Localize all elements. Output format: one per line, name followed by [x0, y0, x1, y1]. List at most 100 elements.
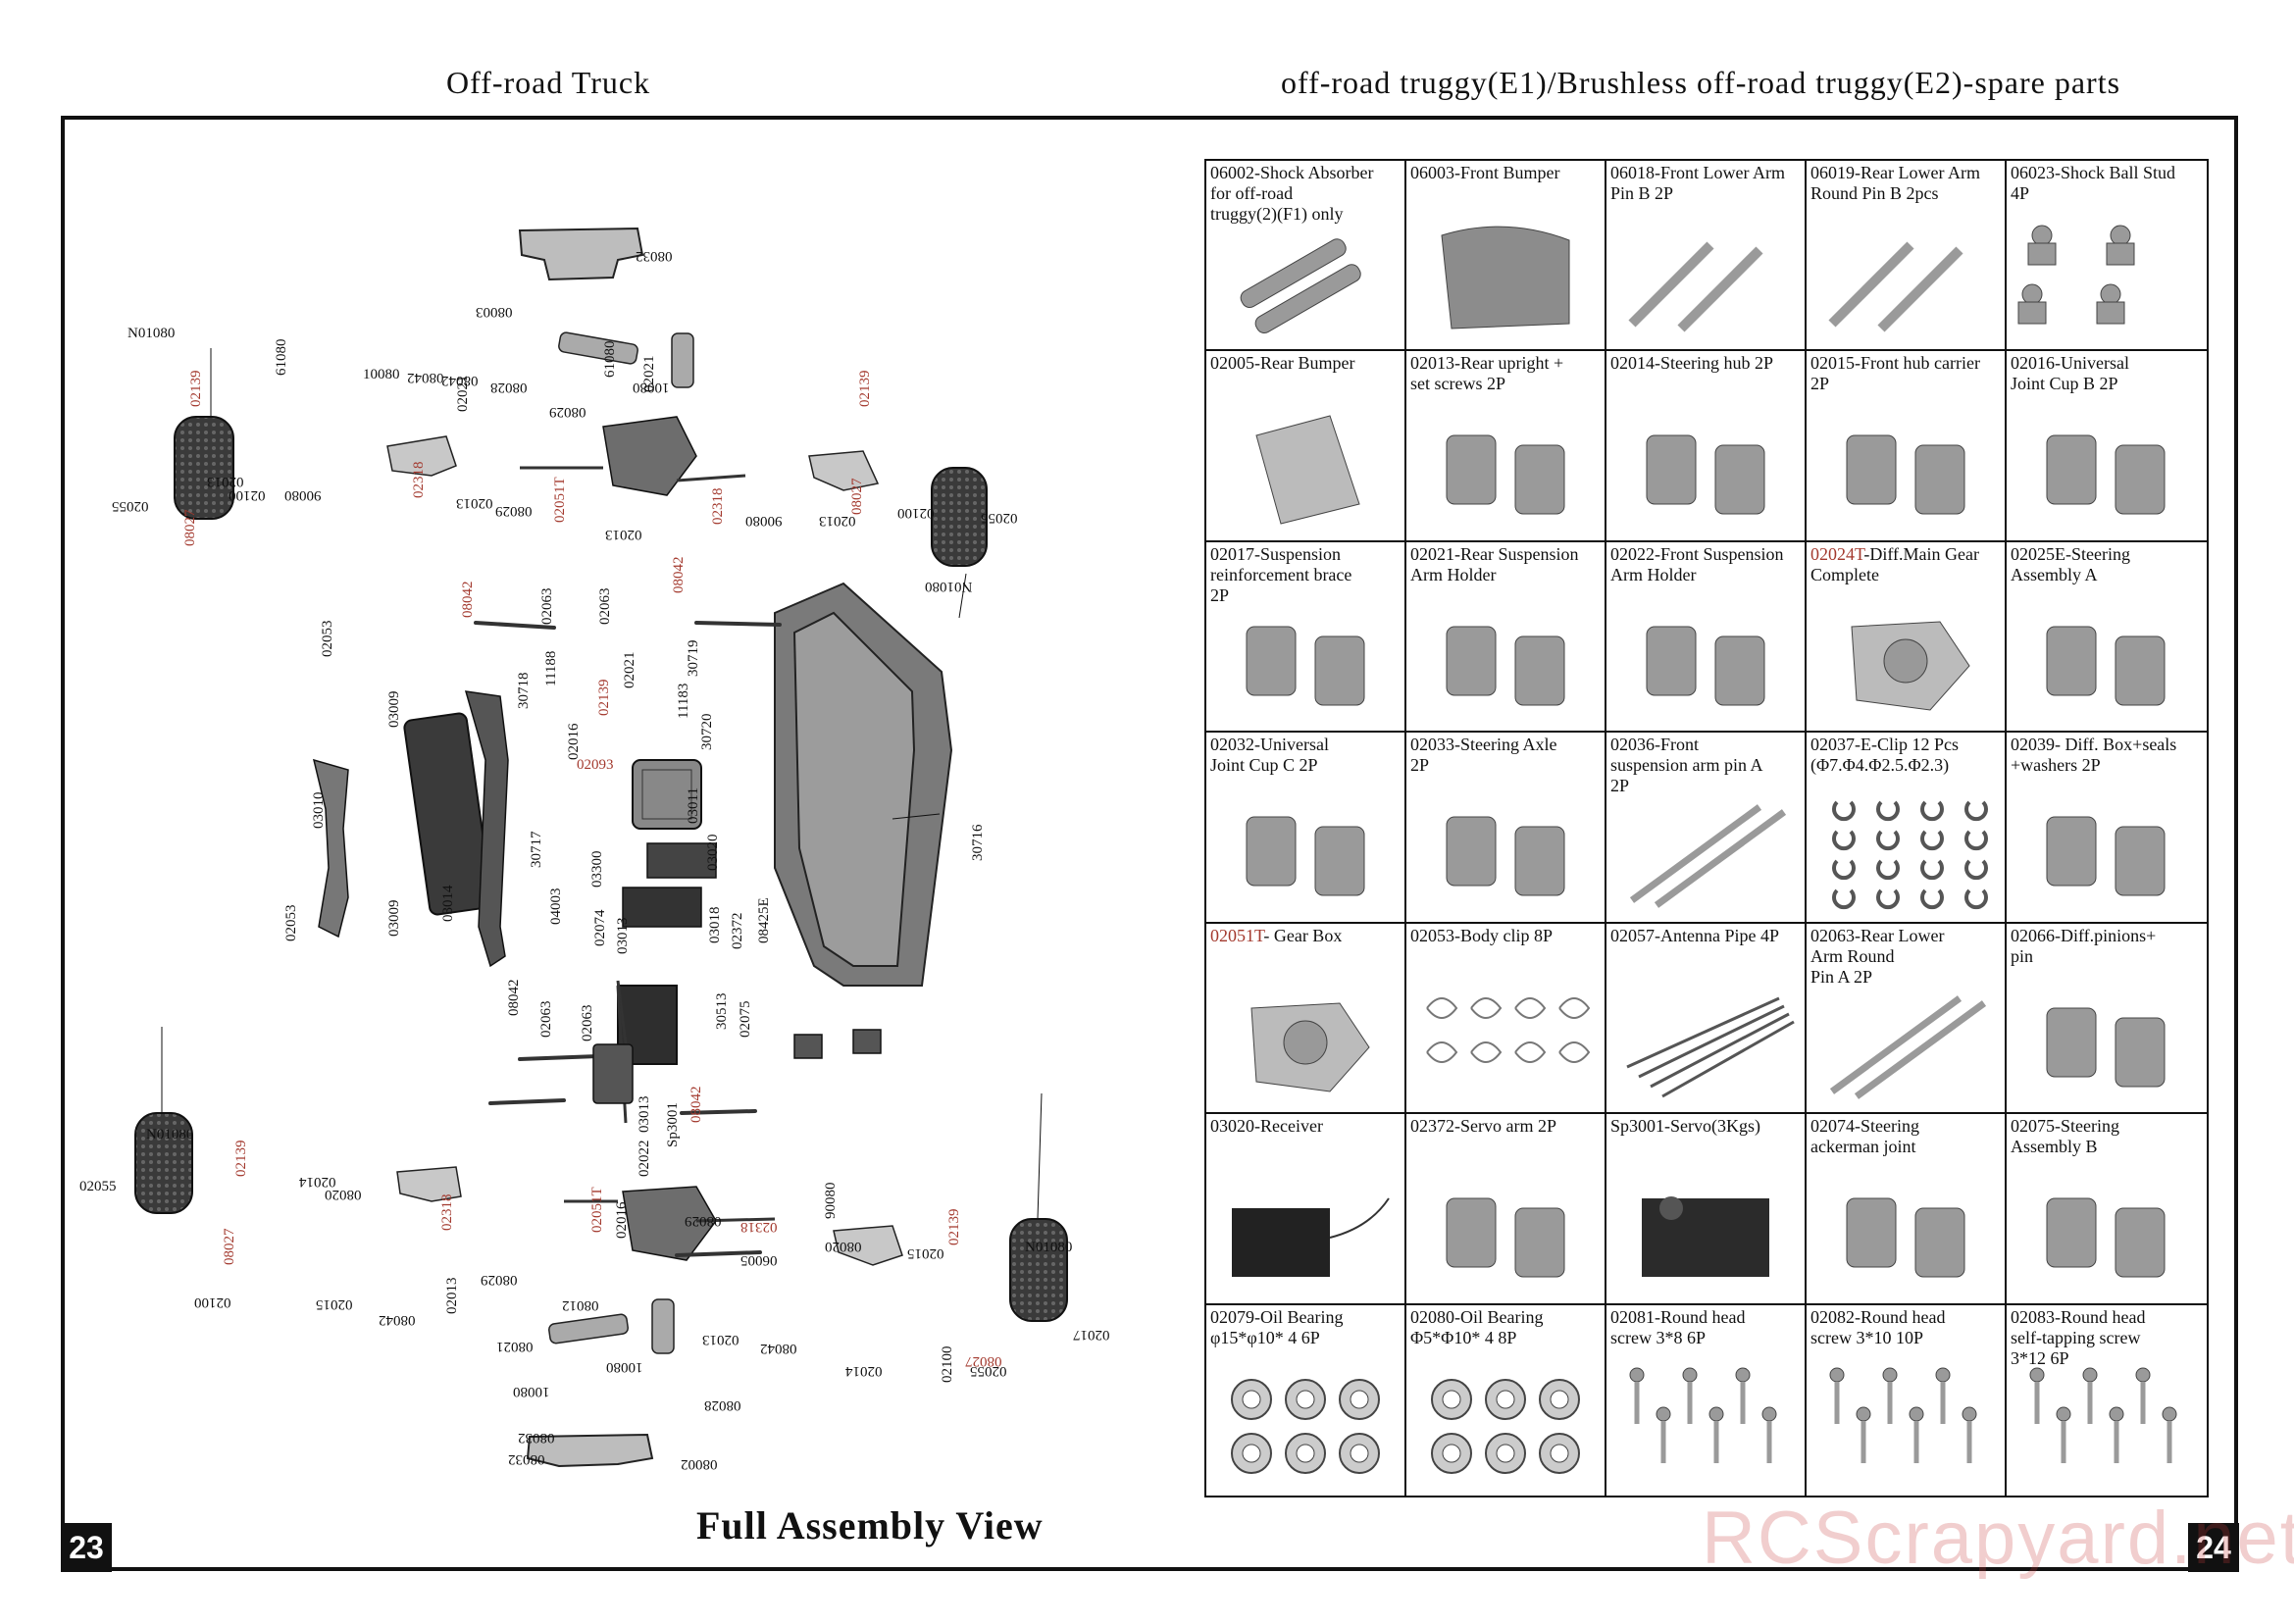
part-callout-label: 08042	[460, 581, 476, 619]
part-callout-label: 02013	[444, 1277, 460, 1315]
part-cell-02080: 02080-Oil Bearing Φ5*Φ10* 4 8P	[1406, 1304, 1606, 1496]
part-callout-label: 02013	[702, 1332, 739, 1347]
part-callout-label: 90080	[823, 1182, 839, 1220]
part-cell-02051t: 02051T- Gear Box	[1206, 923, 1406, 1115]
part-cell-02036: 02036-Front suspension arm pin A 2P	[1606, 733, 1807, 924]
part-callout-label: 08042	[760, 1341, 797, 1356]
part-cell-02033: 02033-Steering Axle 2P	[1406, 733, 1606, 924]
part-label: 02082-Round head screw 3*10 10P	[1810, 1306, 1946, 1347]
part-label: 02372-Servo arm 2P	[1410, 1116, 1556, 1137]
part-cell-02017: 02017-Suspension reinforcement brace 2P	[1206, 541, 1406, 734]
part-callout-label: Sp3001	[665, 1102, 681, 1147]
part-callout-label: 02074	[592, 909, 608, 947]
part-cell-03020: 03020-Receiver	[1206, 1114, 1406, 1305]
part-callout-label: 02372	[730, 912, 745, 950]
part-label: 02005-Rear Bumper	[1210, 353, 1355, 374]
part-callout-label: 02063	[597, 587, 613, 626]
part-label: 06023-Shock Ball Stud 4P	[2011, 163, 2176, 203]
part-callout-label: 03013	[615, 917, 631, 955]
part-label: 03020-Receiver	[1210, 1116, 1323, 1137]
part-callout-label: 02013	[456, 495, 493, 511]
part-label: 02013-Rear upright + set screws 2P	[1410, 353, 1564, 394]
part-callout-label: 08027	[222, 1228, 237, 1266]
part-callout-label: 02139	[946, 1208, 962, 1246]
assembly-drawing	[134, 227, 1068, 1468]
part-callout-label: 02063	[539, 587, 555, 626]
part-label: 06019-Rear Lower Arm Round Pin B 2pcs	[1810, 163, 1980, 203]
part-callout-label: 03014	[440, 885, 456, 923]
part-cell-02013: 02013-Rear upright + set screws 2P	[1406, 351, 1606, 542]
part-callout-label: 08029	[685, 1213, 722, 1229]
spare-parts-grid: 06002-Shock Absorber for off-road truggy…	[1204, 159, 2209, 1497]
part-callout-label: 03020	[705, 834, 721, 872]
part-callout-label: 02139	[233, 1140, 249, 1178]
part-cell-02081: 02081-Round head screw 3*8 6P	[1606, 1304, 1807, 1496]
part-callout-label: 08028	[704, 1397, 741, 1413]
chassis-plate	[774, 582, 953, 987]
part-label: 02053-Body clip 8P	[1410, 925, 1554, 945]
part-callout-label: 02063	[580, 1004, 595, 1042]
part-callout-label: 08028	[490, 380, 528, 395]
part-callout-label: 90080	[284, 487, 322, 503]
part-callout-label: 08021	[496, 1339, 534, 1354]
part-callout-label: 02139	[596, 679, 612, 717]
part-callout-label: 02318	[439, 1193, 455, 1232]
part-callout-label: 30718	[516, 672, 532, 710]
part-callout-label: 08042	[441, 373, 479, 388]
part-callout-label: N01080	[1025, 1240, 1073, 1255]
part-callout-label: 02015	[316, 1296, 353, 1312]
part-callout-label: 08042	[506, 979, 522, 1017]
part-callout-label: 02100	[229, 487, 266, 503]
part-label: 02075-Steering Assembly B	[2011, 1116, 2119, 1157]
part-callout-label: 02063	[538, 1000, 554, 1039]
part-cell-02082: 02082-Round head screw 3*10 10P	[1807, 1304, 2007, 1496]
part-cell-02066: 02066-Diff.pinions+ pin	[2007, 924, 2207, 1115]
part-callout-label: 08029	[549, 404, 586, 420]
part-cell-02025e: 02025E-Steering Assembly A	[2007, 542, 2207, 734]
battery-pack	[403, 712, 493, 916]
part-callout-label: 08003	[476, 304, 513, 320]
part-callout-label: 08042	[379, 1312, 416, 1328]
part-callout-label: 02139	[857, 370, 873, 408]
part-cell-02024t: 02024T-Diff.Main Gear Complete	[1807, 541, 2007, 734]
part-callout-label: 03009	[386, 690, 402, 729]
part-cell-02063: 02063-Rear Lower Arm Round Pin A 2P	[1807, 923, 2007, 1115]
part-cell-02083: 02083-Round head self-tapping screw 3*12…	[2007, 1305, 2207, 1496]
part-callout-label: 02055	[112, 498, 149, 514]
part-callout-label: 03013	[637, 1095, 652, 1134]
part-cell-02079: 02079-Oil Bearing φ15*φ10* 4 6P	[1206, 1304, 1406, 1496]
page-number-left: 23	[61, 1523, 112, 1572]
part-callout-label: 03010	[311, 791, 327, 830]
part-label: 02037-E-Clip 12 Pcs (Φ7.Φ4.Φ2.5.Φ2.3)	[1810, 735, 1959, 776]
part-label: 02081-Round head screw 3*8 6P	[1610, 1306, 1746, 1347]
watermark: RCScrapyard.net	[1702, 1497, 2294, 1580]
part-callout-label: 02139	[188, 370, 204, 408]
part-callout-label: 02021	[622, 651, 637, 689]
wheel-front-right	[931, 467, 988, 567]
part-cell-02016: 02016-Universal Joint Cup B 2P	[2007, 351, 2207, 542]
part-callout-label: 02014	[845, 1363, 883, 1379]
part-callout-label: 03300	[589, 850, 605, 888]
part-callout-label: 08027	[182, 509, 198, 547]
part-callout-label: 08042	[407, 370, 444, 385]
part-callout-label: 02100	[194, 1294, 231, 1310]
page-number-right: 24	[2188, 1523, 2239, 1572]
part-cell-06002: 06002-Shock Absorber for off-road truggy…	[1206, 161, 1406, 352]
part-cell-02022: 02022-Front Suspension Arm Holder	[1606, 541, 1807, 734]
part-callout-label: 11183	[676, 683, 691, 719]
part-label: 02024T-Diff.Main Gear Complete	[1810, 544, 2001, 585]
part-cell-02074: 02074-Steering ackerman joint	[1807, 1114, 2007, 1305]
part-callout-label: 08020	[825, 1239, 862, 1254]
part-callout-label: 11188	[543, 650, 559, 686]
part-callout-label: 08027	[849, 478, 865, 516]
part-callout-label: 03018	[707, 906, 723, 944]
part-callout-label: 10080	[606, 1359, 643, 1375]
part-callout-label: 02100	[940, 1345, 955, 1384]
part-callout-label: N01080	[925, 579, 973, 594]
part-callout-label: 30513	[714, 992, 730, 1031]
part-callout-label: 08032	[508, 1451, 545, 1467]
part-label: 02036-Front suspension arm pin A 2P	[1610, 735, 1763, 796]
part-callout-label: 08029	[481, 1272, 518, 1288]
part-description: - Gear Box	[1263, 925, 1343, 945]
part-callout-label: 08042	[671, 556, 687, 594]
